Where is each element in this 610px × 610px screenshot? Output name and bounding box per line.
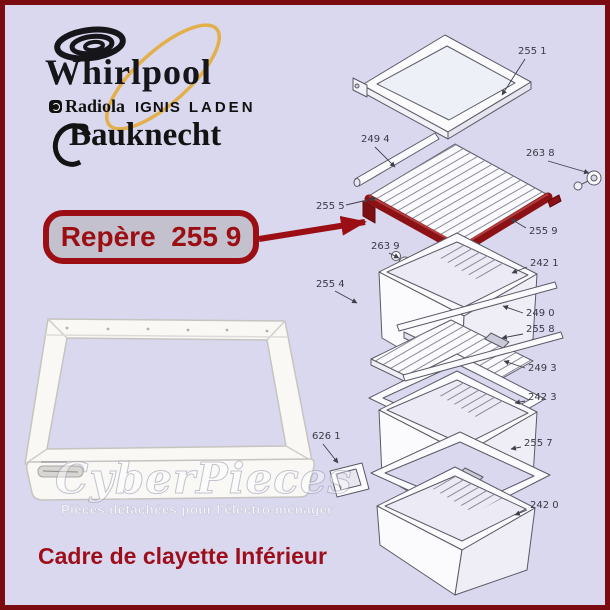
- screw-holes: [65, 326, 269, 333]
- repere-callout: Repère 255 9: [43, 210, 259, 264]
- part-leader-line: [514, 509, 528, 516]
- part-leader-line: [501, 58, 526, 96]
- part-label: 255 7: [524, 438, 553, 449]
- part-trim-rail-2494: [353, 132, 440, 187]
- product-photo-frame: [24, 318, 315, 501]
- part-leader-line: [374, 146, 396, 168]
- part-leader-line: [503, 360, 526, 369]
- part-rail-2490: [396, 281, 558, 332]
- whirlpool-wordmark: Whirlpool: [45, 52, 213, 92]
- callout-arrow: [258, 215, 367, 242]
- part-label: 626 1: [312, 431, 341, 442]
- part-label: 255 1: [518, 46, 547, 57]
- laden-wordmark: LADEN: [188, 99, 256, 116]
- part-leader-line: [502, 305, 524, 314]
- part-label: 255 5: [316, 201, 345, 212]
- part-leader-line: [388, 252, 400, 259]
- part-knob-2638: [573, 170, 602, 191]
- sub-brand-row: Radiola IGNIS LADEN: [49, 96, 256, 116]
- repere-callout-label: Repère 255 9: [60, 221, 242, 252]
- bauknecht-wordmark: Bauknecht: [69, 117, 222, 153]
- part-glass-shelf-2551: [352, 34, 532, 140]
- logo-decorations: [54, 23, 222, 131]
- part-leader-line: [514, 399, 526, 405]
- part-drawer-2420: [376, 466, 536, 596]
- part-label: 242 1: [530, 258, 559, 269]
- part-rail-2493: [402, 331, 564, 382]
- part-plate-6261: [329, 462, 370, 498]
- part-label: 249 0: [526, 308, 555, 319]
- part-label: 242 0: [530, 500, 559, 511]
- part-leader-line: [547, 160, 590, 175]
- part-leader-line: [510, 445, 522, 451]
- page-title: Cadre de clayette Inférieur: [38, 543, 327, 569]
- ignis-wordmark: IGNIS: [135, 99, 181, 116]
- part-label: 242 3: [528, 392, 557, 403]
- part-leader-line: [501, 333, 524, 340]
- part-label: 255 4: [316, 279, 345, 290]
- part-leader-line: [322, 443, 339, 464]
- part-label: 255 9: [529, 226, 558, 237]
- exploded-diagram: 255 1 249 4 263 8 255 5 255 9 263 9 242 1 255 4…: [24, 34, 602, 596]
- watermark-tagline: Pièces détachées pour l'électro-ménager: [61, 502, 333, 518]
- part-leader-line: [510, 218, 527, 229]
- part-label: 263 8: [526, 148, 555, 159]
- part-label: 263 9: [371, 241, 400, 252]
- gold-ellipse-decoration: [104, 23, 222, 131]
- radiola-wordmark: Radiola: [65, 96, 126, 116]
- part-leader-line: [334, 290, 358, 304]
- part-label: 255 8: [526, 324, 555, 335]
- part-leader-line: [345, 196, 377, 206]
- part-label: 249 4: [361, 134, 390, 145]
- whirlpool-swirl-icon: [54, 26, 126, 62]
- part-labels-layer: 255 1 249 4 263 8 255 5 255 9 263 9 242 1 255 4…: [312, 46, 590, 516]
- radiola-icon: [49, 100, 62, 113]
- watermark-title: CyberPieces: [54, 454, 353, 504]
- part-leader-line: [511, 266, 528, 274]
- part-label: 249 3: [528, 363, 557, 374]
- brand-logos: Whirlpool Radiola IGNIS LADEN Bauknecht: [35, 20, 295, 175]
